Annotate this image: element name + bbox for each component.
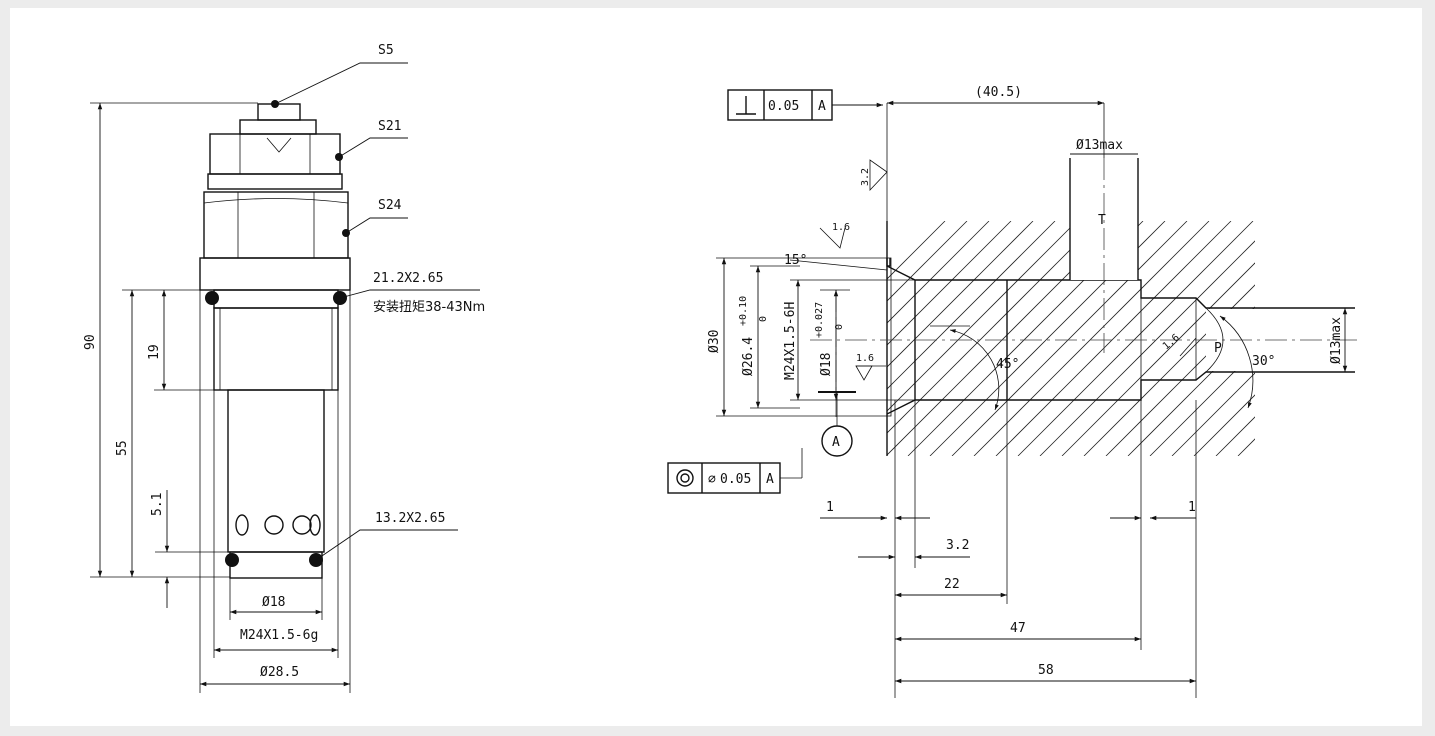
- bottom-land: [229, 551, 323, 579]
- svg-text:1.6: 1.6: [832, 222, 850, 233]
- lock-nut: [209, 133, 341, 175]
- hatch-line: [1282, 221, 1422, 456]
- oring-lower-left: [225, 553, 239, 567]
- svg-text:∅: ∅: [708, 472, 716, 487]
- svg-text:0: 0: [834, 324, 845, 330]
- leader-oring1: [339, 289, 480, 299]
- svg-text:22: 22: [944, 577, 960, 592]
- angle-15: 15°: [784, 253, 807, 268]
- flange: [199, 257, 351, 291]
- dim-5-1-text: 5.1: [150, 493, 165, 516]
- dim-90-text: 90: [83, 334, 98, 350]
- port-hole: [235, 514, 249, 536]
- svg-text:0.05: 0.05: [720, 472, 751, 487]
- adjust-screw: [257, 103, 301, 121]
- svg-text:+0.027: +0.027: [814, 302, 825, 338]
- label-torque: 安装扭矩38-43Nm: [373, 300, 485, 315]
- dim-1-right: 1: [1188, 500, 1196, 515]
- valve-side-view: S5 S21 S24 21.2X2.65 安装扭矩38-43Nm 13.2X2.…: [83, 43, 485, 693]
- hatch-line: [1171, 221, 1255, 456]
- hatch-line: [887, 221, 968, 456]
- roughness-symbol: [855, 365, 873, 381]
- hatch-line: [1304, 221, 1422, 456]
- svg-text:47: 47: [1010, 621, 1026, 636]
- neck: [213, 289, 339, 309]
- hatch-line: [887, 221, 1012, 456]
- port-t: T: [1098, 213, 1106, 228]
- leader-s21: [338, 137, 408, 158]
- thread-section: [213, 307, 339, 391]
- svg-text:Ø18: Ø18: [819, 353, 834, 376]
- dim-1-left: 1: [826, 500, 834, 515]
- svg-text:Ø30: Ø30: [707, 330, 722, 353]
- hatch-line: [1193, 221, 1255, 456]
- hatch-line: [1083, 221, 1255, 456]
- svg-text:58: 58: [1038, 663, 1054, 678]
- dim-thread-text: M24X1.5-6g: [240, 628, 318, 643]
- svg-text:30°: 30°: [1252, 354, 1275, 369]
- screw-collar: [239, 119, 317, 135]
- svg-text:Ø26.4: Ø26.4: [741, 337, 756, 376]
- angle-45-arc: [949, 329, 1000, 411]
- hatch-line: [887, 221, 990, 456]
- hatch-line: [887, 221, 1100, 456]
- svg-text:A: A: [766, 472, 774, 487]
- leader-s5: [274, 62, 408, 105]
- hatch-line: [995, 221, 1232, 456]
- cavity-lower-contour: [886, 371, 1355, 415]
- angle-30-arc: [1219, 315, 1254, 409]
- hex-body: [203, 191, 349, 259]
- svg-text:1.6: 1.6: [856, 353, 874, 364]
- svg-text:1.6: 1.6: [1161, 332, 1182, 352]
- datum-a: [821, 425, 853, 457]
- drawing-sheet: S5 S21 S24 21.2X2.65 安装扭矩38-43Nm 13.2X2.…: [10, 8, 1422, 726]
- dim-d18-text: Ø18: [262, 595, 285, 610]
- label-s5: S5: [378, 43, 394, 58]
- svg-text:3.2: 3.2: [860, 168, 871, 186]
- nut-washer: [207, 173, 343, 190]
- hatch-line: [887, 221, 1056, 456]
- cavity-section-view: (40.5) Ø13max T 0.05 A 3.2 1.6 15°: [667, 85, 1422, 698]
- oring-upper-left: [205, 291, 219, 305]
- hatch-line: [951, 221, 1188, 456]
- port-hole: [292, 515, 312, 535]
- svg-text:45°: 45°: [996, 357, 1019, 372]
- dim-3-2: 3.2: [946, 538, 969, 553]
- drawing-canvas: S5 S21 S24 21.2X2.65 安装扭矩38-43Nm 13.2X2.…: [83, 43, 1422, 698]
- svg-text:A: A: [832, 435, 840, 450]
- dim-d13-top-text: Ø13max: [1076, 138, 1123, 153]
- leader-s24: [345, 217, 408, 234]
- dim-d28-5-text: Ø28.5: [260, 665, 299, 680]
- hatch-line: [1149, 221, 1255, 456]
- svg-text:M24X1.5-6H: M24X1.5-6H: [783, 302, 798, 380]
- label-oring1: 21.2X2.65: [373, 271, 443, 286]
- svg-text:A: A: [818, 99, 826, 114]
- roughness-symbol: [869, 159, 888, 192]
- svg-text:0: 0: [758, 316, 769, 322]
- hatch-line: [887, 221, 1078, 456]
- svg-text:Ø13max: Ø13max: [1329, 317, 1344, 364]
- svg-text:+0.10: +0.10: [738, 296, 749, 326]
- port-hole: [309, 514, 321, 536]
- hatch-line: [1017, 221, 1254, 456]
- hatch-line: [887, 221, 946, 456]
- label-oring2: 13.2X2.65: [375, 511, 445, 526]
- port-p: P: [1214, 341, 1222, 356]
- hatch-line: [1061, 221, 1255, 456]
- perpendicularity-frame: 0.05 A: [727, 89, 883, 121]
- leader-oring2: [315, 529, 458, 561]
- port-hole: [264, 515, 284, 535]
- hatch-line: [973, 221, 1210, 456]
- dim-40-5-text: (40.5): [975, 85, 1022, 100]
- roughness-symbol: [819, 227, 846, 249]
- hatch-line: [1039, 221, 1255, 456]
- dim-19-text: 19: [147, 344, 162, 360]
- label-s24: S24: [378, 198, 402, 213]
- label-s21: S21: [378, 119, 401, 134]
- svg-text:0.05: 0.05: [768, 99, 799, 114]
- dim-55-text: 55: [115, 440, 130, 456]
- concentricity-frame: ∅ 0.05 A: [667, 448, 803, 494]
